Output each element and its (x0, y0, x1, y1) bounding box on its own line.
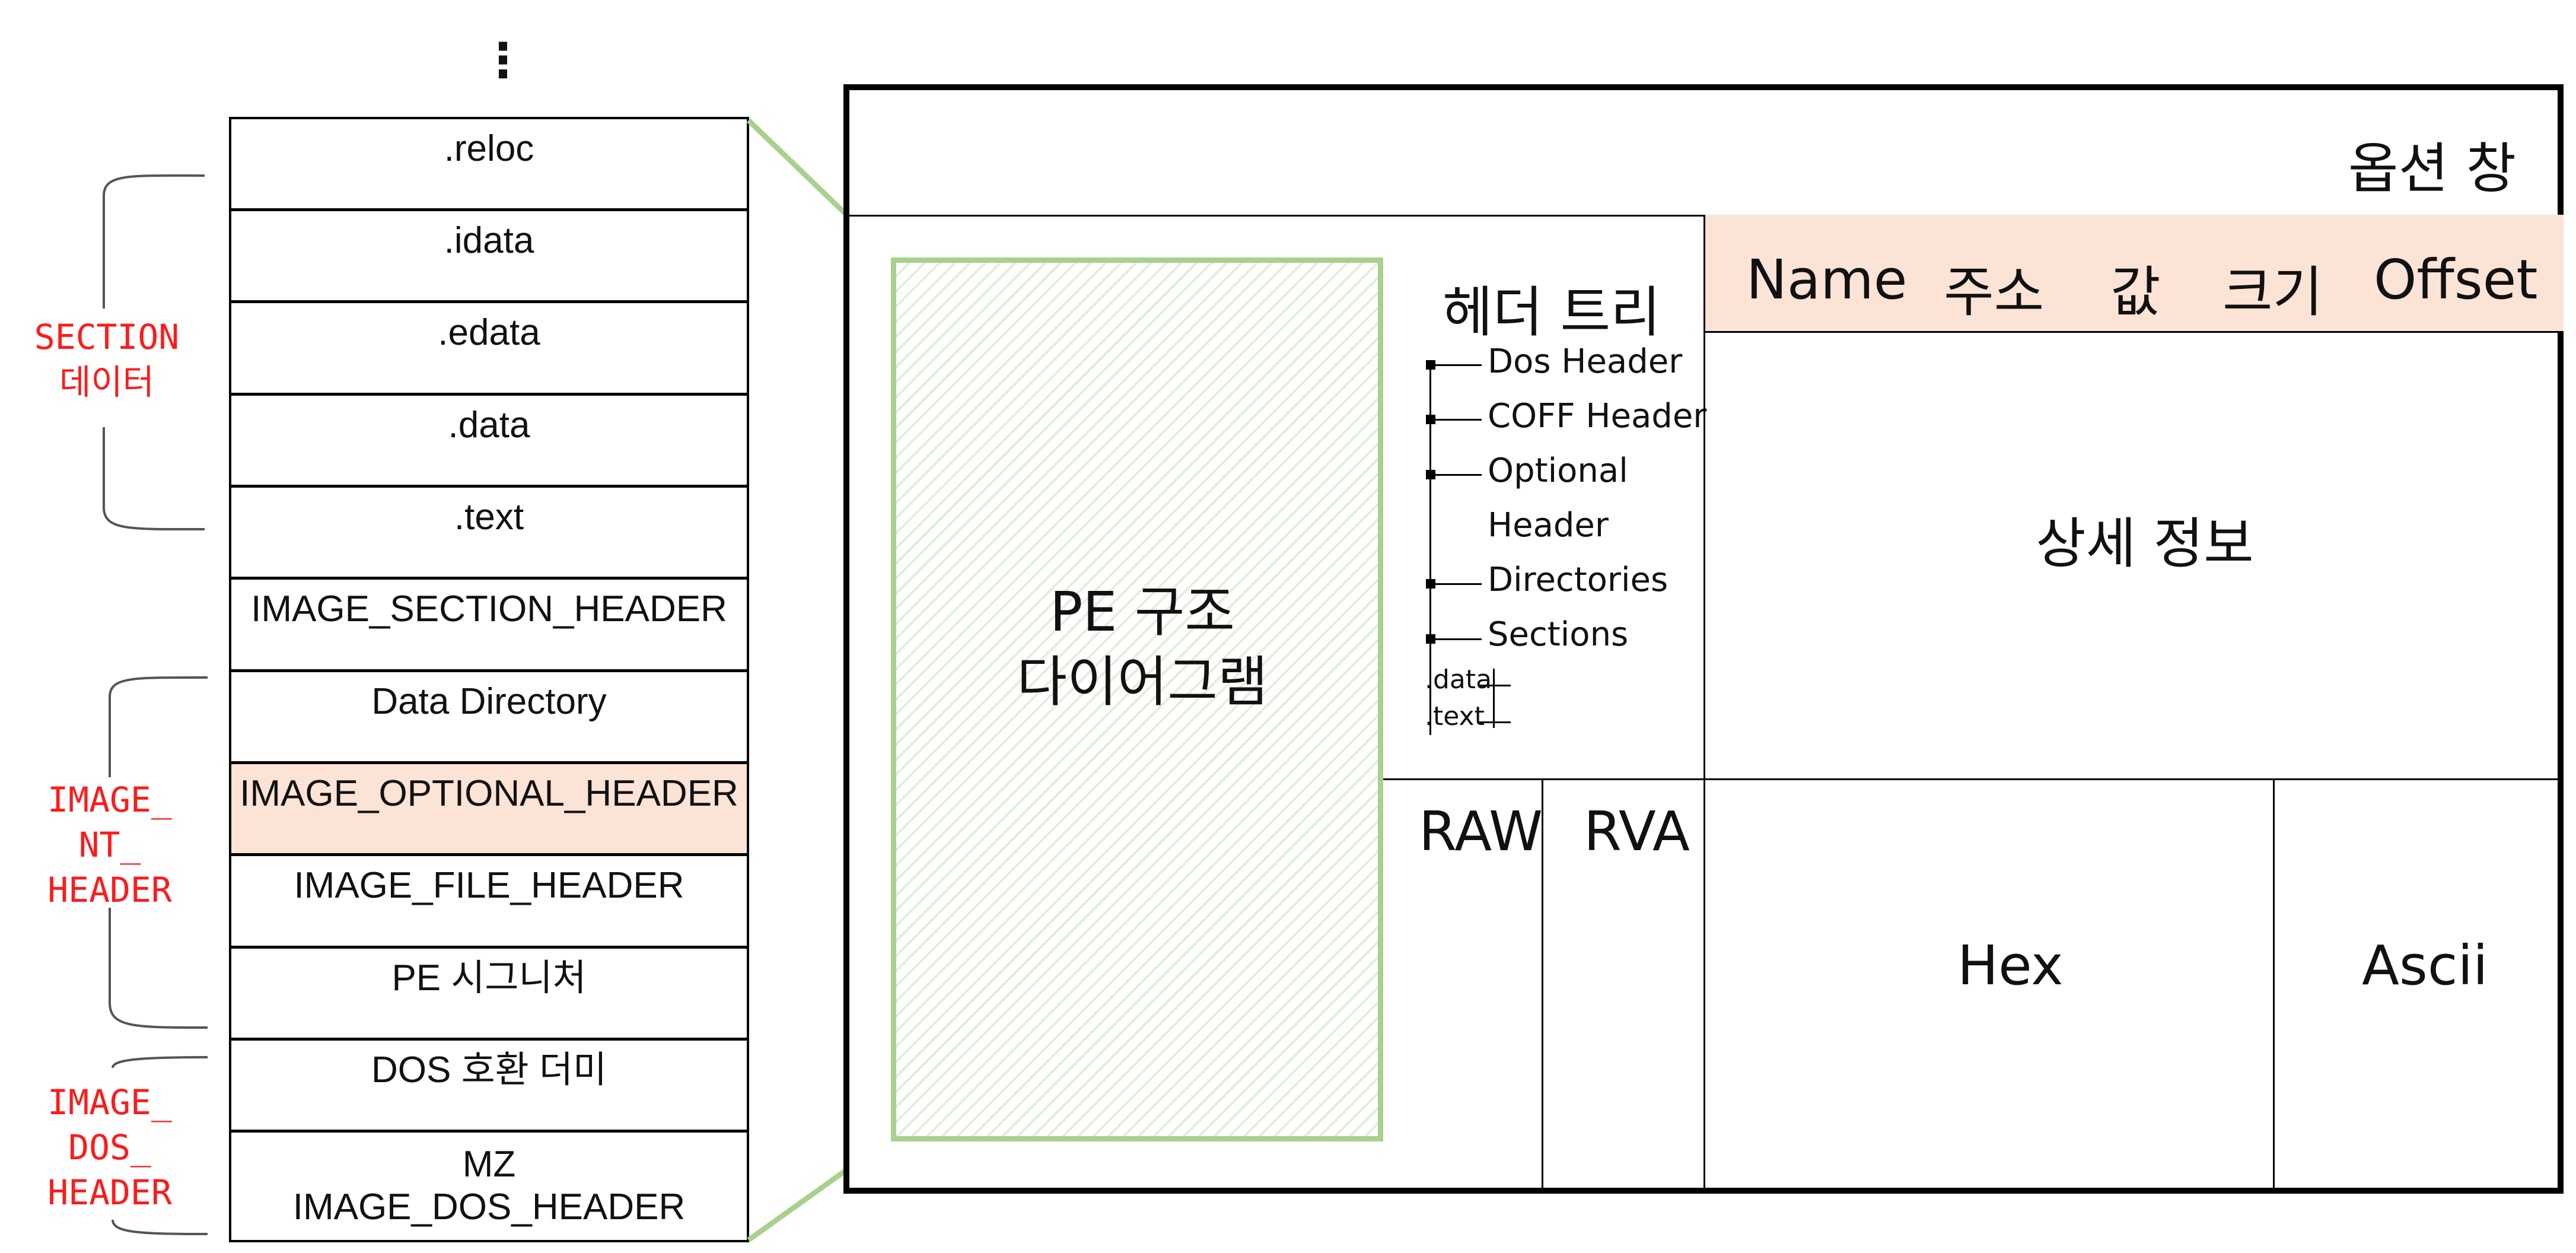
pe-structure-stack: .reloc .idata .edata .data .text IMAGE_S… (229, 117, 749, 1242)
tree-branch (1431, 474, 1482, 476)
tree-branch (1431, 364, 1482, 366)
cell-label: .idata (444, 220, 534, 261)
ascii-panel-label: Ascii (2362, 934, 2488, 997)
rva-column-label: RVA (1584, 800, 1690, 863)
tree-item-coff-header[interactable]: COFF Header (1488, 397, 1707, 435)
tree-item-optional-header-cont[interactable]: Header (1488, 506, 1609, 545)
cell-label: .data (448, 405, 530, 446)
tree-sub-trunk (1493, 669, 1495, 728)
raw-column-label: RAW (1419, 800, 1543, 863)
section-text: .text (229, 485, 749, 579)
tree-item-directories[interactable]: Directories (1488, 561, 1668, 599)
column-name[interactable]: Name (1746, 248, 1908, 311)
tree-trunk (1429, 364, 1431, 735)
cell-label: DOS 호환 더미 (371, 1050, 607, 1090)
detail-info-label: 상세 정보 (2036, 512, 2254, 575)
divider (1383, 778, 2558, 780)
cell-label: .reloc (444, 128, 534, 169)
column-address[interactable]: 주소 (1944, 260, 2045, 324)
analyzer-window: 옵션 창 Name 주소 값 크기 Offset PE 구조 다이어그램 헤더 … (843, 84, 2564, 1194)
cell-label: Data Directory (371, 681, 607, 722)
image-nt-header-label: IMAGE_ NT_ HEADER (47, 780, 172, 910)
column-size[interactable]: 크기 (2222, 260, 2323, 324)
tree-item-sections[interactable]: Sections (1488, 615, 1629, 654)
dos-stub: DOS 호환 더미 (229, 1038, 749, 1132)
image-dos-header: MZ IMAGE_DOS_HEADER (229, 1130, 749, 1242)
column-offset[interactable]: Offset (2374, 248, 2538, 311)
pe-diagram-panel[interactable]: PE 구조 다이어그램 (891, 257, 1383, 1141)
image-section-header: IMAGE_SECTION_HEADER (229, 577, 749, 672)
detail-header-bar: Name 주소 값 크기 Offset (1703, 215, 2564, 333)
pe-diagram-label: PE 구조 다이어그램 (1017, 580, 1268, 714)
tree-sub-branch (1478, 685, 1511, 686)
section-idata: .idata (229, 209, 749, 303)
option-window-title: 옵션 창 (2348, 137, 2516, 201)
tree-item-dos-header[interactable]: Dos Header (1488, 342, 1683, 381)
column-value[interactable]: 값 (2110, 260, 2161, 324)
divider (1703, 215, 1705, 1194)
image-file-header: IMAGE_FILE_HEADER (229, 854, 749, 948)
pe-signature: PE 시그니처 (229, 946, 749, 1040)
divider (1542, 778, 1543, 1194)
cell-label: .edata (438, 312, 540, 353)
tree-branch (1431, 638, 1482, 640)
cell-label: MZ IMAGE_DOS_HEADER (292, 1144, 686, 1227)
cell-label: IMAGE_SECTION_HEADER (251, 589, 727, 629)
header-tree-title: 헤더 트리 (1443, 281, 1661, 344)
cell-label: .text (454, 497, 524, 538)
tree-sub-branch (1478, 721, 1511, 723)
tree-branch (1431, 583, 1482, 585)
tree-branch (1431, 419, 1482, 421)
tree-item-optional-header[interactable]: Optional (1488, 451, 1628, 490)
tree-subitem-data[interactable]: .data (1425, 664, 1492, 695)
section-data-label: SECTION 데이터 (34, 317, 180, 402)
tree-subitem-text[interactable]: .text (1425, 701, 1485, 732)
cell-label: IMAGE_FILE_HEADER (294, 865, 684, 906)
cell-label: PE 시그니처 (391, 958, 587, 998)
hex-panel-label: Hex (1957, 934, 2064, 997)
data-directory: Data Directory (229, 670, 749, 764)
cell-label: IMAGE_OPTIONAL_HEADER (240, 773, 738, 814)
section-reloc: .reloc (229, 117, 749, 211)
divider (2273, 778, 2275, 1194)
image-dos-header-label: IMAGE_ DOS_ HEADER (47, 1082, 172, 1213)
